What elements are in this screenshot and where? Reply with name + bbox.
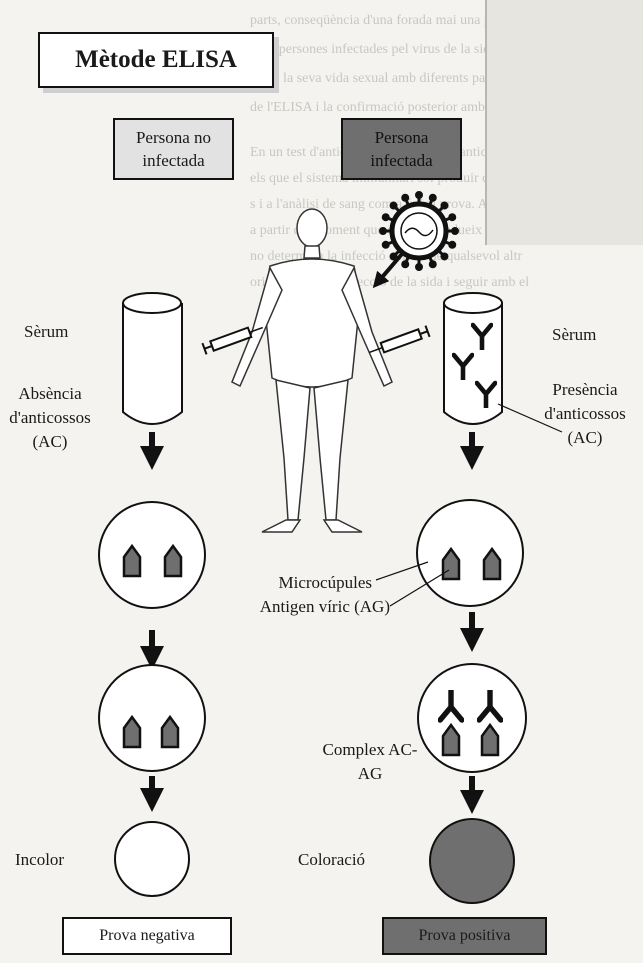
virus-spike-tip	[450, 215, 455, 220]
virus-spike-tip	[442, 254, 447, 259]
presence-label: Presència d'anticossos (AC)	[530, 378, 640, 450]
coloration-label: Coloració	[298, 848, 365, 872]
human-figure	[232, 209, 392, 532]
virus-spike-tip	[403, 262, 408, 267]
positive-result-box: Prova positiva	[382, 917, 547, 955]
microwell-left-1	[99, 502, 205, 608]
virus-spike-tip	[403, 195, 408, 200]
absence-label: Absència d'anticossos (AC)	[2, 382, 98, 454]
result-well-colorless	[115, 822, 189, 896]
non-infected-person-box: Persona no infectada	[113, 118, 234, 180]
negative-result-box: Prova negativa	[62, 917, 232, 955]
virus-spike-tip	[383, 242, 388, 247]
virus-spike-tip	[430, 195, 435, 200]
virus-spike-tip	[391, 254, 396, 259]
serum-tube-left	[123, 293, 182, 424]
virus-spike-tip	[417, 265, 422, 270]
virus-spike-tip	[442, 203, 447, 208]
microwell-right-1	[417, 500, 523, 606]
virus-spike-tip	[453, 229, 458, 234]
microcupules-label: Microcúpules	[230, 571, 372, 595]
virus-icon	[381, 193, 458, 270]
complex-label: Complex AC-AG	[316, 738, 424, 786]
microwell-left-2	[99, 665, 205, 771]
page-title: Mètode ELISA	[38, 32, 274, 88]
antigen-label: Antigen víric (AG)	[218, 595, 390, 619]
serum-label-left: Sèrum	[24, 320, 68, 344]
serum-label-right: Sèrum	[552, 323, 596, 347]
virus-spike-tip	[430, 262, 435, 267]
colorless-label: Incolor	[15, 848, 64, 872]
virus-spike-tip	[417, 193, 422, 198]
microwell-right-2	[418, 664, 526, 772]
infected-person-box: Persona infectada	[341, 118, 462, 180]
result-well-colored	[430, 819, 514, 903]
virus-spike-tip	[450, 242, 455, 247]
virus-spike-tip	[383, 215, 388, 220]
virus-spike-tip	[391, 203, 396, 208]
page-shadow	[486, 0, 643, 245]
virus-spike-tip	[381, 229, 386, 234]
serum-tube-right	[444, 293, 502, 424]
